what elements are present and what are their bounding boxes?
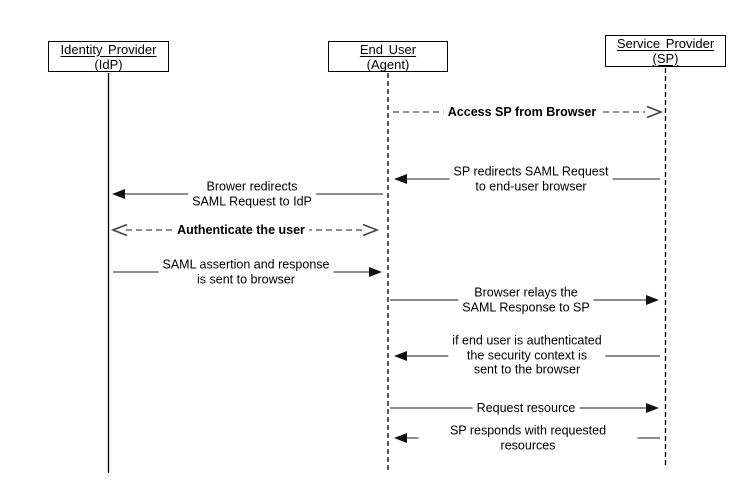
filled-arrowhead-left-icon [394, 351, 407, 361]
filled-arrowhead-right-icon [646, 403, 659, 413]
filled-arrowhead-right-icon [646, 295, 659, 305]
message-label-saml-assertion: SAML assertion and response is sent to b… [158, 257, 334, 287]
open-arrowhead-left-icon [110, 223, 128, 237]
filled-arrowhead-left-icon [394, 174, 407, 184]
actor-box-identity-provider: Identity Provider (IdP) [48, 41, 169, 72]
actor-label-service-provider: Service Provider (SP) [616, 36, 715, 66]
actor-box-service-provider: Service Provider (SP) [605, 35, 726, 67]
filled-arrowhead-right-icon [369, 267, 382, 277]
message-label-request-resource: Request resource [472, 400, 580, 416]
actor-box-end-user: End User (Agent) [328, 41, 448, 72]
actor-label-end-user: End User (Agent) [359, 41, 417, 72]
open-arrowhead-right-icon [362, 223, 380, 237]
message-label-sp-responds: SP responds with requested resources [418, 423, 638, 453]
message-label-sp-redirects: SP redirects SAML Request to end-user br… [449, 164, 613, 194]
message-label-browser-relays: Browser relays the SAML Response to SP [458, 285, 594, 315]
message-label-browser-redirects: Brower redirects SAML Request to IdP [188, 179, 316, 209]
message-label-access-sp: Access SP from Browser [443, 104, 601, 120]
filled-arrowhead-left-icon [394, 433, 407, 443]
message-label-security-context: if end user is authenticated the securit… [448, 333, 606, 377]
actor-label-identity-provider: Identity Provider (IdP) [60, 41, 157, 72]
open-arrowhead-right-icon [646, 105, 664, 119]
filled-arrowhead-left-icon [112, 189, 125, 199]
message-label-authenticate: Authenticate the user [173, 222, 309, 238]
